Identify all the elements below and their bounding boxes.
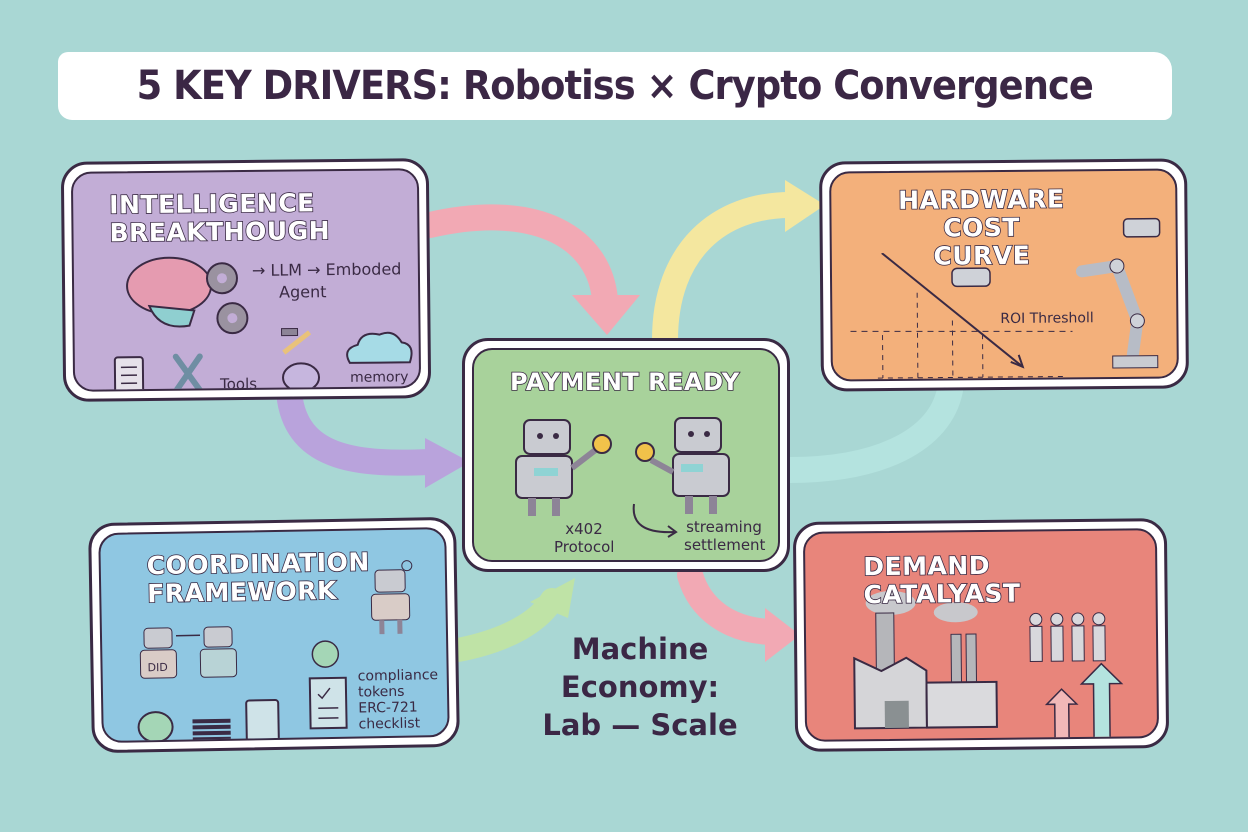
arrow-head-green: [530, 578, 575, 618]
llm-flow-text: → LLM → Emboded: [251, 259, 402, 280]
brain-gears-icon: [126, 256, 249, 335]
arrow-head-yellow: [785, 180, 825, 232]
arrow-intelligence-down-to-payment: [277, 387, 443, 476]
title-banner: 5 KEY DRIVERS: Robotiss × Crypto Converg…: [58, 52, 1172, 120]
document-sign-icon: [245, 698, 280, 744]
arrow-payment-to-hardware: [652, 192, 803, 353]
brain-icon: [282, 362, 321, 392]
page-title: 5 KEY DRIVERS: Robotiss × Crypto Converg…: [136, 63, 1094, 109]
sensor-module-icon: [1122, 217, 1161, 238]
arrow-head-purple: [425, 438, 470, 488]
did-token-icon: [137, 711, 174, 744]
did-label: DID: [147, 660, 168, 675]
arrow-intelligence-to-payment: [417, 204, 618, 313]
wrench-icon: [172, 353, 204, 392]
panel-title: DEMAND CATALYAST: [862, 550, 1021, 610]
curved-arrow-icon: [632, 503, 678, 538]
arrow-head-pink: [572, 295, 640, 335]
checklist-icon: [308, 676, 348, 730]
clipboard-icon: [113, 356, 145, 392]
robots-pair-icon: [139, 626, 238, 679]
arrow-payment-to-hardware-lower: [777, 377, 963, 483]
memory-label: memory: [349, 369, 409, 386]
camera-sensor-icon: [951, 267, 991, 288]
robot-arm-icon: [1075, 258, 1159, 369]
robot-icon: [515, 419, 612, 516]
robot-icon: [635, 417, 730, 514]
factory-icon: [853, 590, 998, 730]
panel-demand-catalyst: DEMAND CATALYAST: [792, 518, 1170, 752]
growth-arrows-icon: [1044, 662, 1124, 742]
panel-title: PAYMENT READY: [509, 367, 740, 397]
agent-label: Agent: [279, 282, 327, 302]
arrow-head-pink-2: [765, 608, 800, 662]
hammer-icon: [281, 327, 312, 355]
cloud-memory-icon: [346, 331, 413, 364]
chart-badge-icon: [311, 640, 340, 668]
tools-label: Tools: [219, 374, 258, 392]
arrow-payment-to-demand: [677, 562, 783, 645]
cost-curve-chart: [850, 252, 1073, 379]
workers-icon: [1029, 612, 1106, 662]
robot-did-icon: [370, 560, 413, 635]
arrow-coordination-to-payment: [446, 588, 564, 662]
compliance-list: compliance tokens ERC-721 checklist: [357, 667, 439, 733]
token-stack-icon: [192, 718, 231, 742]
machine-economy-caption: Machine Economy: Lab — Scale: [542, 632, 738, 742]
